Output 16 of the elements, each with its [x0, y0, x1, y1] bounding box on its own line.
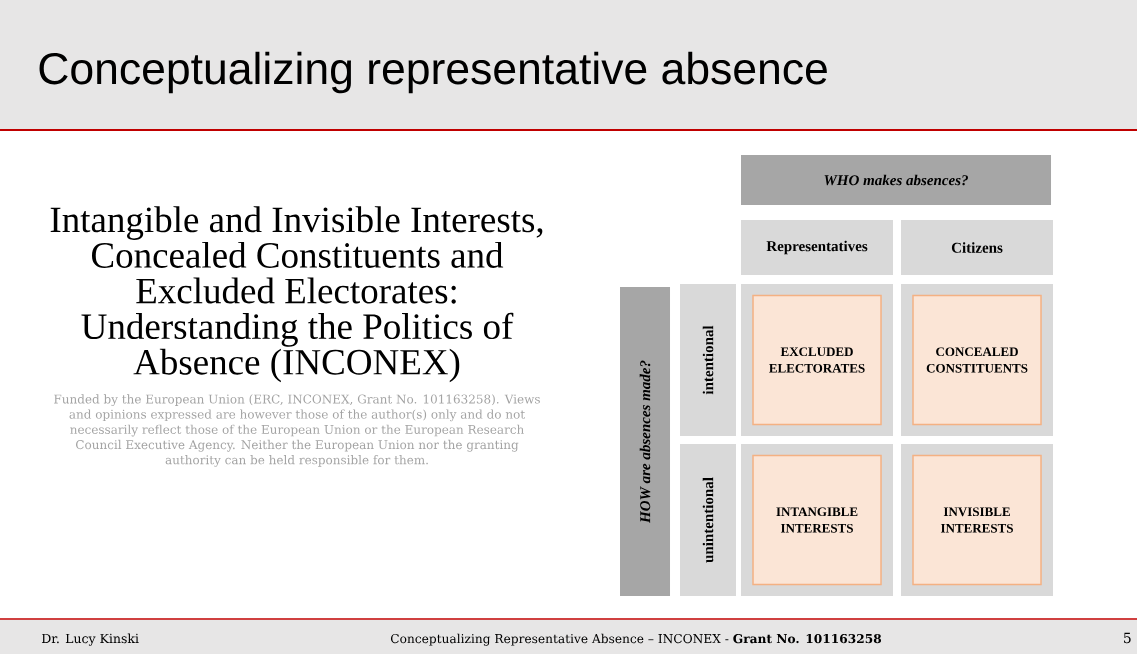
column-header-box: Representatives	[741, 220, 893, 275]
column-header-box: Citizens	[901, 220, 1053, 275]
slide-title: Conceptualizing representative absence	[39, 51, 827, 94]
quadrant-box: INTANGIBLE INTERESTS	[752, 454, 882, 586]
quadrant-box: EXCLUDED ELECTORATES	[752, 294, 882, 426]
project-title: Intangible and Invisible Interests, Concealed Constituents and Excluded Electorates: Understanding the Politics of Absence (INCONEX)	[50, 206, 543, 383]
row-header-box: intentional	[680, 284, 736, 436]
quadrant-box: INVISIBLE INTERESTS	[912, 454, 1042, 586]
quadrant-box: CONCEALED CONSTITUENTS	[912, 294, 1042, 426]
author-name: Dr. Lucy Kinski	[41, 633, 139, 646]
axis-header-box: WHO makes absences?	[741, 155, 1051, 205]
row-header-box: unintentional	[680, 444, 736, 596]
footer-title: Conceptualizing Representative Absence – INCONEX - Grant No. 101163258	[390, 633, 882, 646]
axis-header-box: HOW are absences made?	[620, 287, 670, 596]
page-number: 5	[1124, 632, 1131, 644]
funding-disclaimer: Funded by the European Union (ERC, INCONEX, Grant No. 101163258). Views and opinions expressed are however those of the author(s) only and do not necessarily reflect those of the European Union or the European Research Council Executive Agency. Neither the European Union nor the granting authority can be held responsible for them.	[54, 394, 540, 467]
